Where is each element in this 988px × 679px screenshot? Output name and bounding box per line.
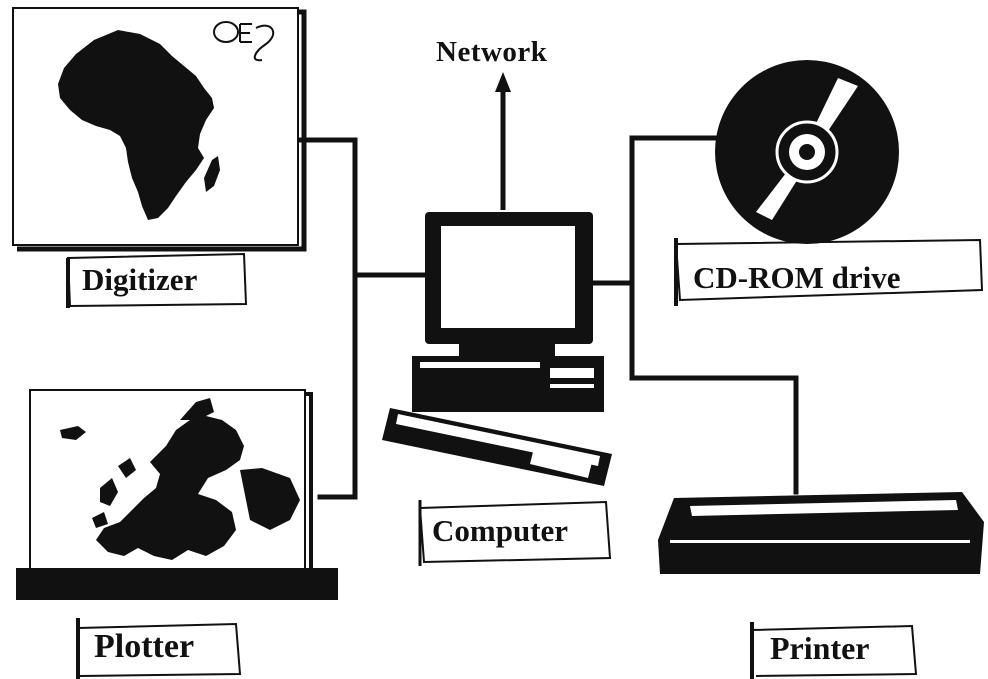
line-digitizer — [297, 137, 358, 278]
connection-lines — [297, 135, 799, 500]
label-frames — [66, 238, 984, 679]
cdrom-label: CD-ROM drive — [693, 260, 901, 295]
plotter-label-frame — [77, 622, 242, 677]
printer-label: Printer — [770, 630, 870, 666]
plotter-base — [16, 568, 338, 600]
digitizer-label: Digitizer — [82, 262, 198, 297]
plotter-panel — [16, 389, 338, 600]
africa-map-icon — [58, 30, 214, 220]
line-cdrom — [629, 135, 718, 381]
madagascar-shape — [204, 156, 220, 192]
cd-disc-icon — [715, 60, 899, 244]
computer-label-frame — [418, 500, 612, 564]
system-unit-icon — [412, 356, 604, 412]
network-arrow-icon — [495, 72, 511, 210]
cdrom-label-frame — [674, 238, 984, 302]
printer-icon — [658, 492, 984, 574]
line-printer — [629, 375, 799, 495]
computer-icon — [382, 212, 612, 486]
network-label: Network — [436, 36, 548, 68]
europe-map-icon — [60, 398, 300, 560]
computer-label: Computer — [432, 513, 569, 548]
keyboard-icon — [382, 408, 612, 486]
oe-logo-icon — [213, 21, 275, 62]
printer-label-frame — [751, 624, 918, 677]
line-plotter — [317, 272, 358, 500]
plotter-label: Plotter — [94, 628, 195, 665]
monitor-icon — [425, 212, 593, 358]
digitizer-panel — [12, 7, 307, 252]
